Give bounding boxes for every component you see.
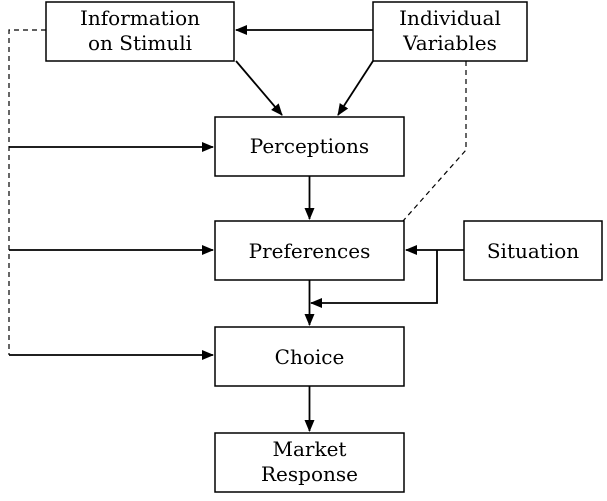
- node-individual-variables: Individual Variables: [372, 1, 528, 62]
- node-market-response: Market Response: [214, 432, 405, 493]
- arrow-situation-to-choice-path: [310, 250, 438, 308]
- node-preferences: Preferences: [214, 220, 405, 281]
- node-label-line: Variables: [402, 31, 497, 55]
- node-label-line: Perceptions: [250, 134, 369, 158]
- node-label-line: Situation: [487, 239, 579, 263]
- node-information-on-stimuli: Information on Stimuli: [45, 1, 235, 62]
- arrow-information-to-perceptions: [235, 60, 283, 116]
- node-situation: Situation: [463, 220, 603, 281]
- node-choice: Choice: [214, 326, 405, 387]
- node-label-line: Information: [80, 6, 200, 30]
- node-label-line: Choice: [275, 345, 345, 369]
- dashed-individual-to-preferences: [402, 61, 467, 222]
- node-label-line: Individual: [399, 6, 501, 30]
- node-label-line: Market: [273, 437, 347, 461]
- arrow-individual-to-perceptions: [337, 60, 374, 116]
- node-label-line: Response: [261, 462, 358, 486]
- dashed-feed-from-information: [8, 29, 46, 355]
- node-perceptions: Perceptions: [214, 116, 405, 177]
- node-label-line: on Stimuli: [88, 31, 192, 55]
- node-label-line: Preferences: [249, 239, 371, 263]
